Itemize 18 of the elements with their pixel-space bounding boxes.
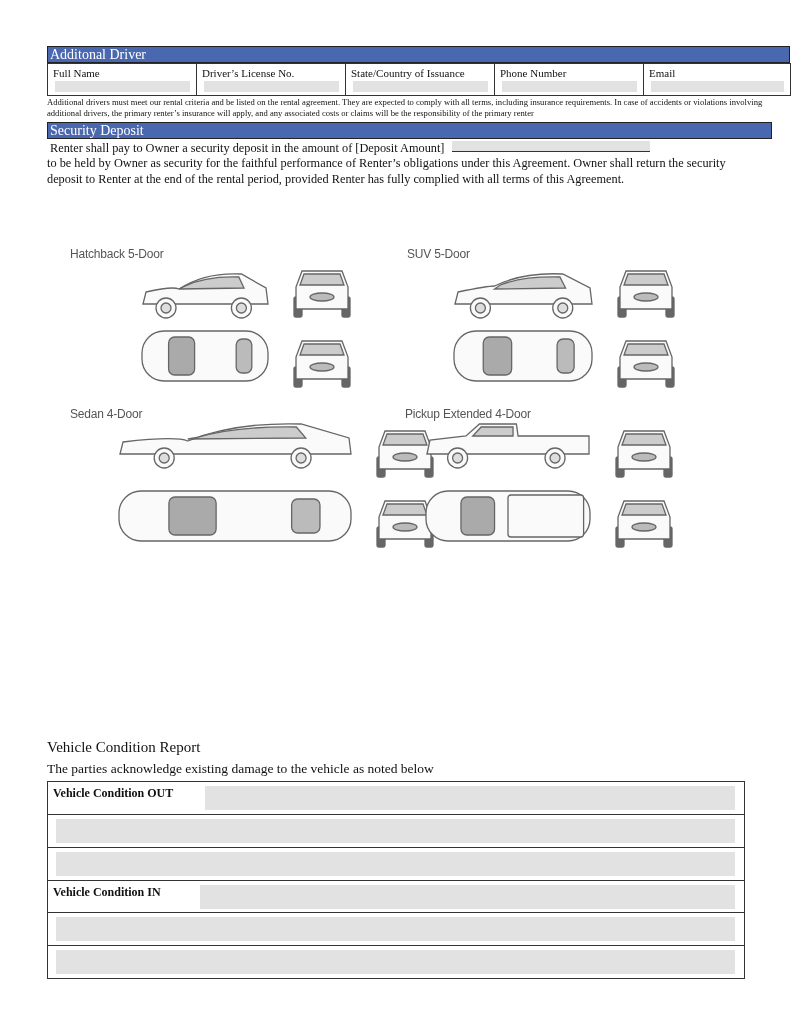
section-heading: Vehicle Condition Report (47, 739, 201, 756)
field-label: Driver’s License No. (202, 67, 295, 79)
field-label: Email (649, 67, 676, 79)
body-text: to be held by Owner as security for the faithful performance of Renter’s obligations under this Agreement. Owner shall return the security deposit to Renter at the end of the rental period, provided Renter has fully complied with all terms of this Agreement. (47, 155, 727, 187)
field-label: Vehicle Condition OUT (53, 786, 174, 801)
section-header-band: Security Deposit (47, 122, 772, 139)
body-text: The parties acknowledge existing damage to the vehicle as noted below (47, 761, 434, 777)
field-label: State/Country of Issuance (351, 67, 465, 79)
vehicle-type-label: Pickup Extended 4-Door (405, 407, 531, 421)
note-text: Additional drivers must meet our rental criteria and be listed on the rental agreement. They are expected to comply with all terms, including insurance requirements. In case of accidents or violations involving additional drivers, the primary renter’s insurance will apply, and any associated costs or claims will be the responsibility of the primary renter (47, 97, 764, 119)
vehicle-type-label: Hatchback 5-Door (70, 247, 164, 261)
field-label: Vehicle Condition IN (53, 885, 161, 900)
vehicle-type-label: Sedan 4-Door (70, 407, 143, 421)
section-header-band: Additonal Driver (47, 46, 790, 63)
field-label: Phone Number (500, 67, 567, 79)
vehicle-type-label: SUV 5-Door (407, 247, 470, 261)
field-label: Full Name (53, 67, 100, 79)
body-text: Renter shall pay to Owner a security deposit in the amount of [Deposit Amount] (50, 141, 445, 156)
